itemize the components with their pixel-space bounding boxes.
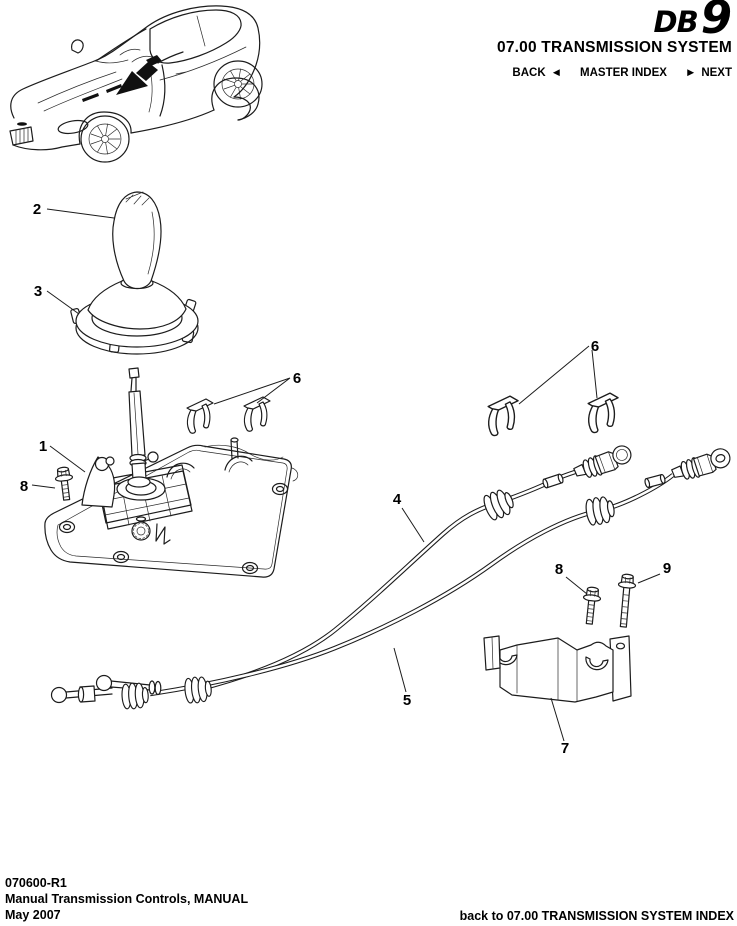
footer-right: back to 07.00 TRANSMISSION SYSTEM INDEX <box>460 909 734 923</box>
back-arrow-icon: ◄ <box>550 67 563 80</box>
callout-2: 2 <box>33 201 41 218</box>
bolt-8-right <box>582 585 603 625</box>
db9-logo: DB 9 <box>497 0 733 44</box>
cable-end-right-eye <box>669 448 731 484</box>
doc-number: 070600-R1 <box>5 876 67 890</box>
next-link[interactable]: ► NEXT <box>685 67 732 79</box>
footer-left: 070600-R1 Manual Transmission Controls, … <box>5 875 248 923</box>
cable-end-right-ball <box>571 445 632 483</box>
cable-grommet-lower <box>583 494 617 527</box>
master-index-link[interactable]: MASTER INDEX <box>580 67 667 79</box>
bolt-8-left <box>53 465 74 501</box>
section-title: 07.00 TRANSMISSION SYSTEM <box>497 39 732 57</box>
master-index-label: MASTER INDEX <box>580 67 667 80</box>
callout-1: 1 <box>39 438 47 455</box>
doc-date: May 2007 <box>5 908 61 922</box>
callout-6-left: 6 <box>293 370 301 387</box>
car-illustration <box>9 5 263 163</box>
page-header: DB 9 07.00 TRANSMISSION SYSTEM BACK ◄ MA… <box>497 0 733 79</box>
back-label: BACK <box>512 67 546 80</box>
retaining-clips <box>186 392 619 437</box>
next-arrow-icon: ► <box>684 67 697 80</box>
gear-knob-and-gaiter <box>70 191 199 355</box>
callout-4: 4 <box>393 491 402 508</box>
cable-mounting-bracket <box>483 635 632 703</box>
doc-title: Manual Transmission Controls, MANUAL <box>5 892 249 906</box>
logo-db-text: DB <box>653 4 699 39</box>
next-label: NEXT <box>701 67 732 80</box>
callout-3: 3 <box>34 283 42 300</box>
callout-8-left: 8 <box>20 478 28 495</box>
gear-lever <box>127 367 159 488</box>
shift-cables <box>50 445 731 711</box>
callout-leaders <box>31 208 661 742</box>
header-nav: BACK ◄ MASTER INDEX ► NEXT <box>497 67 732 79</box>
callout-7: 7 <box>561 740 569 757</box>
bolt-9 <box>617 572 638 628</box>
cable-end-left-2 <box>95 674 162 696</box>
cable-grommet-upper <box>480 485 518 523</box>
gearshift-assembly <box>44 367 299 578</box>
gear-knob <box>112 191 162 290</box>
back-link[interactable]: BACK ◄ <box>512 67 562 79</box>
callout-8-right: 8 <box>555 561 563 578</box>
cable-end-left-1 <box>50 685 113 704</box>
transmission-index-link[interactable]: back to 07.00 TRANSMISSION SYSTEM INDEX <box>459 909 734 923</box>
callout-5: 5 <box>403 692 411 709</box>
callout-6-right: 6 <box>591 338 599 355</box>
front-wheel <box>80 115 130 163</box>
callout-9: 9 <box>663 560 671 577</box>
logo-nine-text: 9 <box>700 0 732 44</box>
